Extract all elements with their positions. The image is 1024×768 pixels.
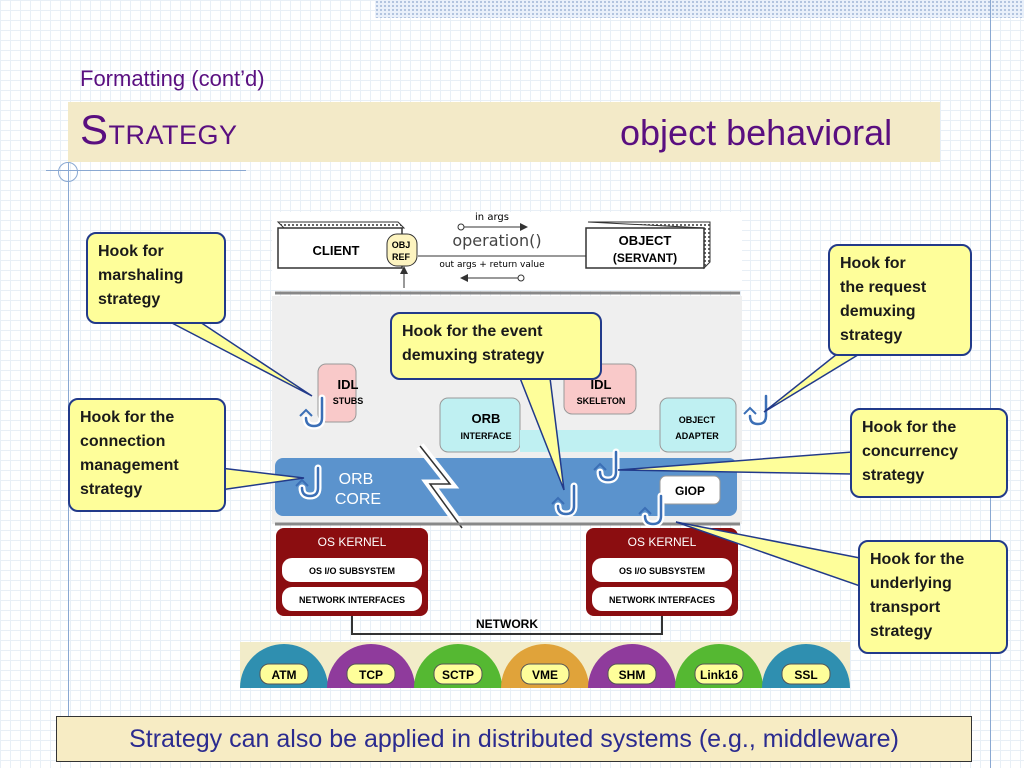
right-vertical-rule <box>990 0 991 768</box>
protocol-label-box-atm <box>259 663 309 685</box>
servant-label: (SERVANT) <box>613 251 677 265</box>
callout-connection-line-4: strategy <box>80 481 143 498</box>
protocol-label-box-ssl <box>781 663 831 685</box>
os-io-left-label: OS I/O SUBSYSTEM <box>309 566 395 576</box>
callout-concurrency: Hook for the concurrency strategy <box>850 408 1008 498</box>
orb-interface-label-1: ORB <box>472 411 501 426</box>
object-box-side <box>587 221 711 270</box>
protocol-label-link16: Link16 <box>700 668 738 682</box>
callout-event: Hook for the event demuxing strategy <box>390 312 602 380</box>
out-args-end <box>517 274 525 282</box>
os-io-right-label: OS I/O SUBSYSTEM <box>619 566 705 576</box>
callout-connection-line-2: connection <box>80 433 166 450</box>
object-adapter-label-1: OBJECT <box>679 415 716 425</box>
in-args-arrowhead <box>520 223 528 231</box>
callout-connection-line-1: Hook for the <box>80 409 175 426</box>
protocol-label-box-vme <box>520 663 570 685</box>
callout-marshaling-line-2: marshaling <box>98 267 184 284</box>
callout-marshaling: Hook for marshaling strategy <box>86 232 226 324</box>
protocol-label-box-tcp <box>346 663 396 685</box>
giop-label: GIOP <box>675 484 705 498</box>
callout-transport-line-1: Hook for the <box>870 551 965 568</box>
giop-box <box>659 475 721 505</box>
network-label: NETWORK <box>476 617 538 631</box>
footer-caption: Strategy can also be applied in distribu… <box>56 716 972 762</box>
out-args-label: out args + return value <box>439 260 545 270</box>
callout-connection: Hook for the connection management strat… <box>68 398 226 512</box>
callout-marshaling-line-1: Hook for <box>98 243 164 260</box>
callout-request-line-4: strategy <box>840 327 903 344</box>
object-box <box>585 227 705 269</box>
object-adapter-box <box>659 397 737 453</box>
obj-ref-label-1: OBJ <box>392 240 411 250</box>
protocol-domes: ATM TCP SCTP VME SHM Link16 SSL <box>240 644 850 688</box>
orb-core-label-2: CORE <box>335 491 381 508</box>
in-args-start <box>457 223 465 231</box>
idl-stubs-label-1: IDL <box>338 377 359 392</box>
net-if-left-box <box>282 587 422 611</box>
obj-ref-label-2: REF <box>392 252 411 262</box>
callout-event-line-1: Hook for the event <box>402 323 543 340</box>
callout-transport-line-3: transport <box>870 599 941 616</box>
callout-event-line-2: demuxing strategy <box>402 347 545 364</box>
operation-label: operation() <box>452 231 541 250</box>
protocol-label-shm: SHM <box>619 668 646 682</box>
orb-architecture-diagram: CLIENT OBJ REF OBJECT (SERVANT) in args … <box>240 212 850 688</box>
left-horizontal-rule <box>46 170 246 171</box>
out-args-arrowhead <box>460 274 468 282</box>
client-label: CLIENT <box>313 243 360 258</box>
client-box-top <box>276 221 406 229</box>
title-rest: TRATEGY <box>108 120 238 150</box>
protocol-label-box-link16 <box>694 663 744 685</box>
idl-skeleton-label-1: IDL <box>591 377 612 392</box>
obj-ref-arrowhead <box>400 266 408 274</box>
title-cap: S <box>80 106 109 153</box>
net-if-left-label: NETWORK INTERFACES <box>299 595 405 605</box>
protocol-label-sctp: SCTP <box>442 668 474 682</box>
network-link <box>351 616 663 635</box>
os-kernel-left-label: OS KERNEL <box>318 535 387 549</box>
idl-stubs-label-2: STUBS <box>333 396 364 406</box>
callout-request: Hook for the request demuxing strategy <box>828 244 972 356</box>
callout-connection-line-3: management <box>80 457 179 474</box>
slide-title-right: object behavioral <box>620 112 893 153</box>
callout-request-line-2: the request <box>840 279 927 296</box>
callout-transport: Hook for the underlying transport strate… <box>858 540 1008 654</box>
object-adapter-label-2: ADAPTER <box>675 431 719 441</box>
callout-transport-line-4: strategy <box>870 623 933 640</box>
callout-concurrency-line-1: Hook for the <box>862 419 957 436</box>
callout-concurrency-line-2: concurrency <box>862 443 959 460</box>
net-if-right-box <box>592 587 732 611</box>
callout-concurrency-line-3: strategy <box>862 467 925 484</box>
title-bar <box>68 102 940 162</box>
protocol-label-atm: ATM <box>271 668 296 682</box>
os-kernel-right-label: OS KERNEL <box>628 535 697 549</box>
protocol-label-vme: VME <box>532 668 558 682</box>
orb-break-line <box>419 445 463 529</box>
idl-stubs-box <box>317 363 357 423</box>
object-label: OBJECT <box>619 233 672 248</box>
slide-title: STRATEGY <box>80 106 238 154</box>
obj-ref-box <box>386 233 418 267</box>
callout-marshaling-line-3: strategy <box>98 291 161 308</box>
protocol-label-box-sctp <box>433 663 483 685</box>
protocol-label-box-shm <box>607 663 657 685</box>
orb-core-label-1: ORB <box>339 471 374 488</box>
orb-interface-label-2: INTERFACE <box>460 431 511 441</box>
callout-request-line-1: Hook for <box>840 255 906 272</box>
idl-skeleton-label-2: SKELETON <box>577 396 626 406</box>
in-args-label: in args <box>475 212 509 223</box>
protocol-label-ssl: SSL <box>794 668 817 682</box>
slide-subtitle: Formatting (cont’d) <box>80 66 265 91</box>
callout-request-line-3: demuxing <box>840 303 916 320</box>
orb-if-extension <box>520 430 660 452</box>
request-hook-icon <box>744 396 766 424</box>
crosshair-circle <box>58 162 78 182</box>
os-io-left-box <box>282 558 422 582</box>
net-if-right-label: NETWORK INTERFACES <box>609 595 715 605</box>
top-decorative-band <box>375 0 1024 18</box>
protocol-label-tcp: TCP <box>359 668 383 682</box>
callout-transport-line-2: underlying <box>870 575 952 592</box>
